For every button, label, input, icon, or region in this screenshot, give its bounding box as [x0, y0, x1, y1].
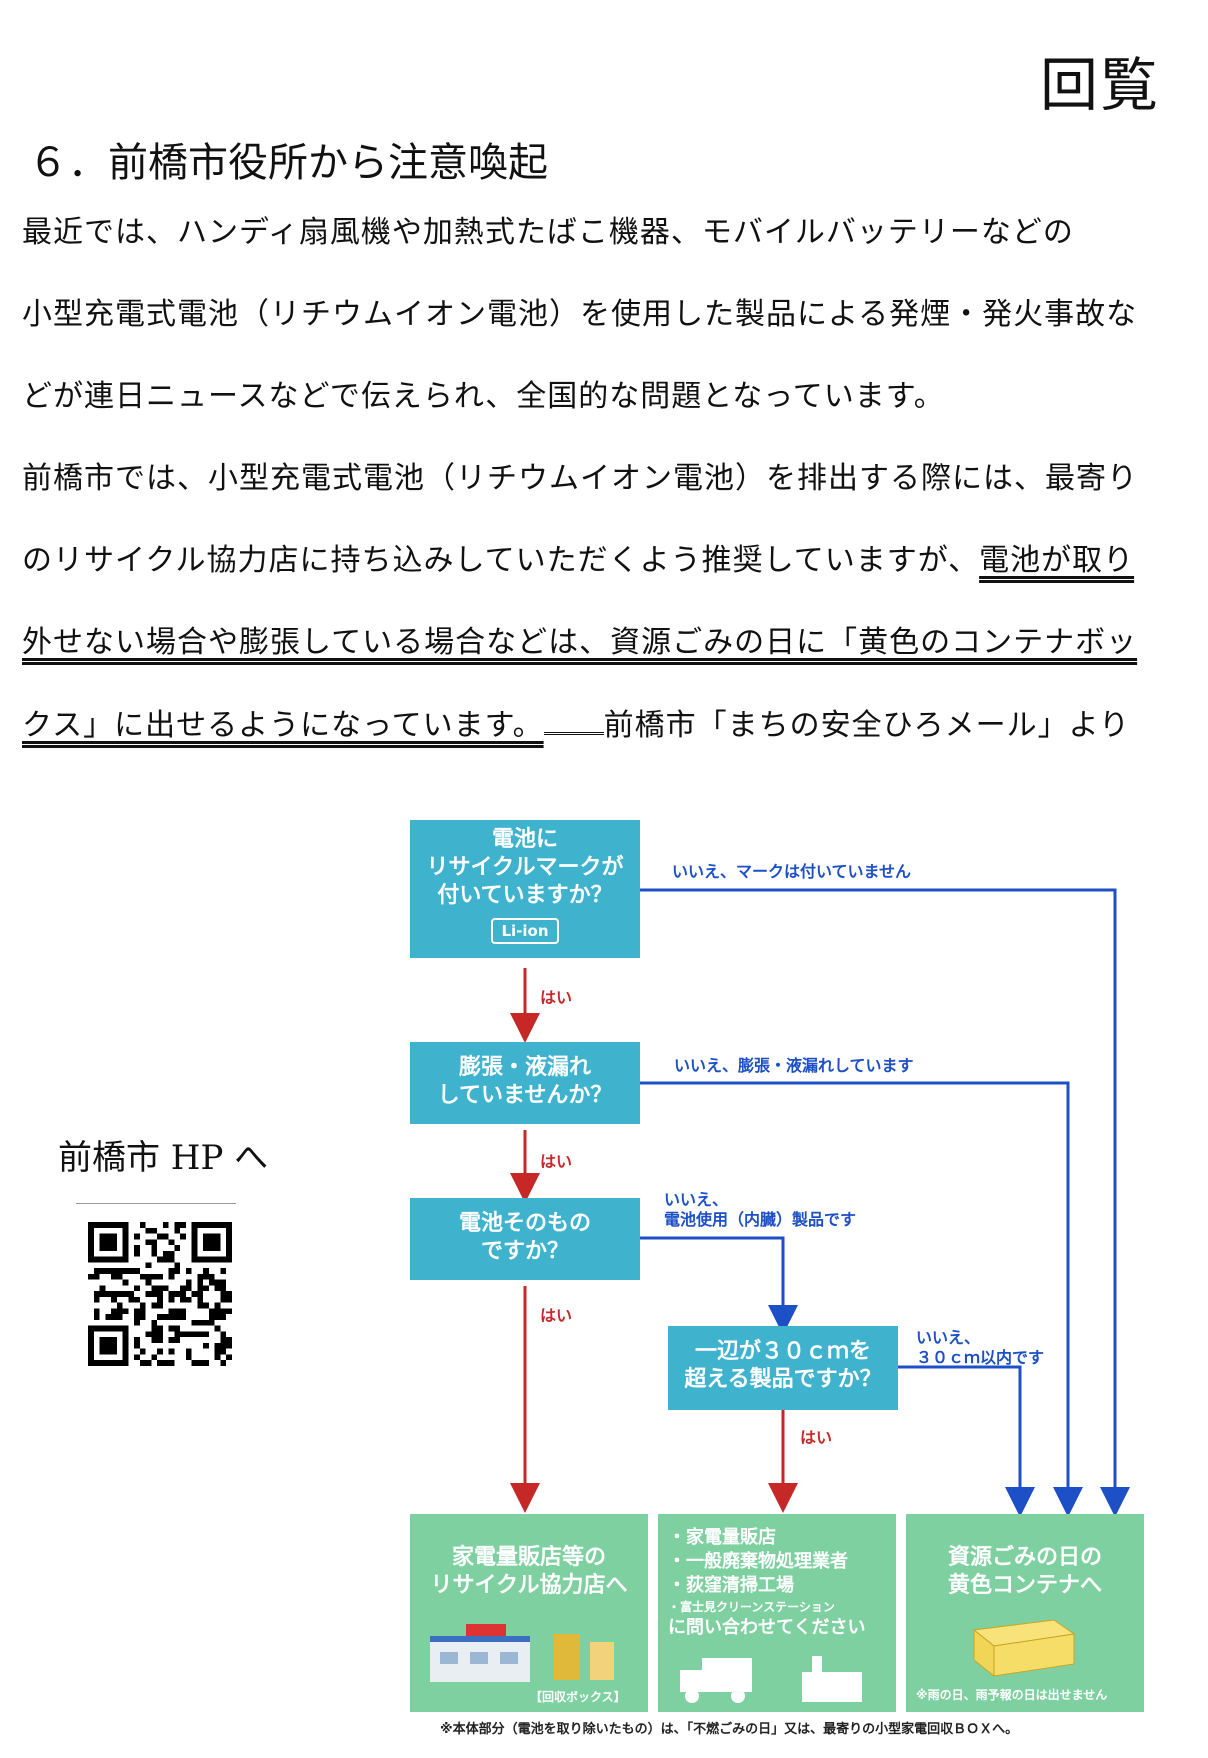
collection-box-label: 【回収ボックス】 [530, 1690, 626, 1704]
flow-arrows [510, 888, 1130, 1517]
result-contact: ・家電量販店 ・一般廃棄物処理業者 ・荻窪清掃工場 ・富士見クリーンステーション… [658, 1514, 896, 1712]
yes-label: はい [540, 988, 573, 1007]
no-label: いいえ、マークは付いていません [672, 862, 912, 881]
question-text: 膨張・液漏れ していませんか？ [437, 1055, 613, 1108]
no-arrow [640, 1081, 1083, 1517]
hp-link-label: 前橋市 HP へ [58, 1138, 269, 1178]
notice-body: 最近では、ハンディ扇風機や加熱式たばこ機器、モバイルバッテリーなどの 小型充電式… [22, 208, 1192, 782]
no-arrow [640, 888, 1130, 1517]
yellow-container-icon [972, 1619, 1076, 1678]
result-text: 家電量販店等の リサイクル協力店へ [430, 1545, 628, 1598]
question-text: 一辺が３０ｃｍを 超える製品ですか？ [684, 1339, 882, 1392]
footnote: ※本体部分（電池を取り除いたもの）は、「不燃ごみの日」又は、最寄りの小型家電回収… [440, 1722, 1019, 1737]
battery-disposal-flowchart: 電池に リサイクルマークが 付いていますか？ Li-ion はい いいえ、マーク… [410, 820, 1190, 1740]
result-recycle-store: 家電量販店等の リサイクル協力店へ 【回収ボックス】 [410, 1514, 648, 1712]
result-text-small: ・富士見クリーンステーション [668, 1600, 835, 1614]
result-text: に問い合わせてください [668, 1617, 866, 1638]
li-ion-recycle-icon: Li-ion [491, 918, 559, 944]
result-text: 資源ごみの日の 黄色コンテナへ [947, 1545, 1102, 1598]
question-battery-itself: 電池そのもの ですか？ [410, 1198, 640, 1280]
body-line: 前橋市では、小型充電式電池（リチウムイオン電池）を排出する際には、最寄り [22, 461, 1138, 496]
question-size-30cm: 一辺が３０ｃｍを 超える製品ですか？ [668, 1326, 898, 1410]
no-label: いいえ、膨張・液漏れしています [674, 1056, 914, 1075]
body-text-plain: のリサイクル協力店に持ち込みしていただくよう推奨していますが、 [22, 543, 980, 578]
rain-note: ※雨の日、雨予報の日は出せません [916, 1688, 1108, 1702]
result-text: ・家電量販店 ・一般廃棄物処理業者 ・荻窪清掃工場 [668, 1527, 848, 1596]
yes-label: はい [540, 1306, 573, 1325]
qr-code[interactable] [88, 1222, 232, 1366]
question-text: 電池に リサイクルマークが 付いていますか？ [426, 827, 624, 908]
underline-gap [543, 700, 604, 735]
body-line: クス」に出せるようになっています。 前橋市「まちの安全ひろメール」より [22, 700, 1192, 782]
result-yellow-container: 資源ごみの日の 黄色コンテナへ ※雨の日、雨予報の日は出せません [906, 1514, 1144, 1712]
truck-factory-icon [680, 1656, 862, 1703]
question-swelling: 膨張・液漏れ していませんか？ [410, 1042, 640, 1124]
divider [76, 1203, 236, 1204]
yes-label: はい [540, 1152, 573, 1171]
underlined-text: 電池が取り [979, 543, 1135, 578]
body-line: 外せない場合や膨張している場合などは、資源ごみの日に「黄色のコンテナボッ [22, 618, 1192, 700]
no-label: いいえ、 電池使用（内臓）製品です [664, 1190, 857, 1229]
no-label: いいえ、 ３０ｃｍ以内です [916, 1328, 1045, 1367]
question-text: 電池そのもの ですか？ [458, 1211, 591, 1264]
section-title: ６．前橋市役所から注意喚起 [28, 140, 548, 186]
no-arrow [640, 1236, 798, 1335]
no-arrow [898, 1365, 1035, 1517]
body-line: 小型充電式電池（リチウムイオン電池）を使用した製品による発煙・発火事故な [22, 297, 1138, 332]
underlined-text: クス」に出せるようになっています。 [22, 708, 544, 743]
body-line: 最近では、ハンディ扇風機や加熱式たばこ機器、モバイルバッテリーなどの [22, 215, 1074, 250]
body-line: どが連日ニュースなどで伝えられ、全国的な問題となっています。 [22, 379, 945, 414]
store-icon [430, 1624, 614, 1682]
body-line: のリサイクル協力店に持ち込みしていただくよう推奨していますが、電池が取り [22, 536, 1192, 618]
underlined-text: 外せない場合や膨張している場合などは、資源ごみの日に「黄色のコンテナボッ [22, 625, 1138, 660]
source-citation: 前橋市「まちの安全ひろメール」より [603, 708, 1131, 743]
question-recycle-mark: 電池に リサイクルマークが 付いていますか？ Li-ion [410, 820, 640, 958]
circulation-stamp: 回覧 [1040, 51, 1161, 119]
yes-label: はい [800, 1428, 833, 1447]
